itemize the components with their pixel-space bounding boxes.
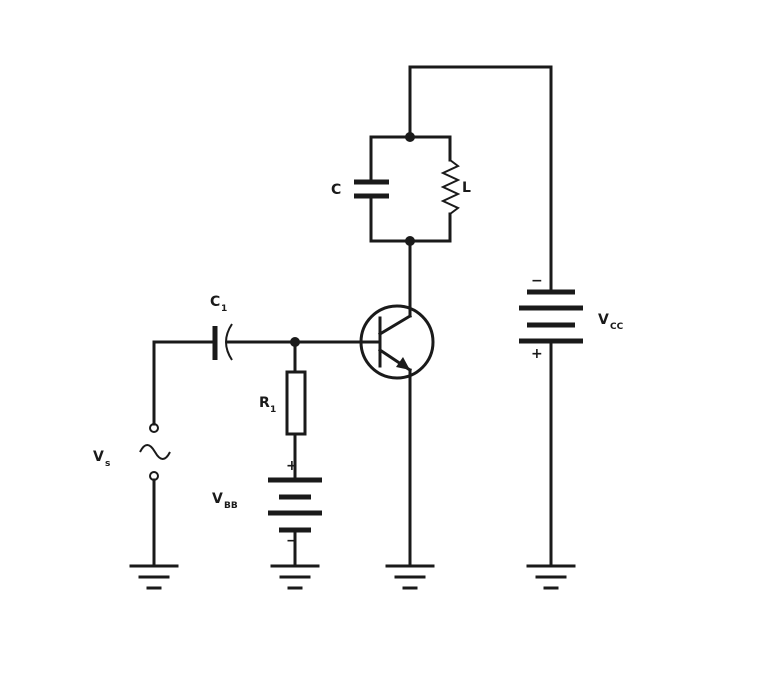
base-battery: + − V BB <box>212 458 322 549</box>
resistor-label: R <box>259 395 270 411</box>
collector-battery-minus: − <box>531 273 543 289</box>
ac-source: V s <box>93 423 171 567</box>
collector-battery-label: V <box>598 312 609 328</box>
base-battery-plus: + <box>286 458 298 474</box>
ground-icon <box>129 564 179 590</box>
wire-top <box>408 65 553 294</box>
emitter-arrow-icon <box>396 357 410 370</box>
ground-icon <box>270 564 320 590</box>
base-battery-label: V <box>212 491 223 507</box>
inductor <box>440 135 461 243</box>
coupling-capacitor-label: C <box>210 294 220 310</box>
tank-capacitor <box>354 179 389 199</box>
collector-battery: − + V CC <box>519 273 624 362</box>
ground-icon <box>385 564 435 590</box>
coupling-capacitor-subscript: 1 <box>221 304 227 314</box>
ground-icon <box>526 564 576 590</box>
base-battery-minus: − <box>286 533 298 549</box>
tank-top-node <box>405 132 415 142</box>
inductor-label: L <box>462 180 471 196</box>
collector-battery-plus: + <box>531 346 543 362</box>
source-label: V <box>93 449 104 465</box>
coupling-capacitor <box>212 323 233 361</box>
input-network: C 1 <box>152 294 382 426</box>
base-battery-subscript: BB <box>224 501 238 511</box>
tank-capacitor-label: C <box>331 182 341 198</box>
tank-circuit: C L <box>331 132 471 246</box>
collector-battery-subscript: CC <box>610 322 624 332</box>
resistor: R 1 <box>259 370 307 436</box>
resistor-subscript: 1 <box>270 405 276 415</box>
source-subscript: s <box>105 459 110 469</box>
